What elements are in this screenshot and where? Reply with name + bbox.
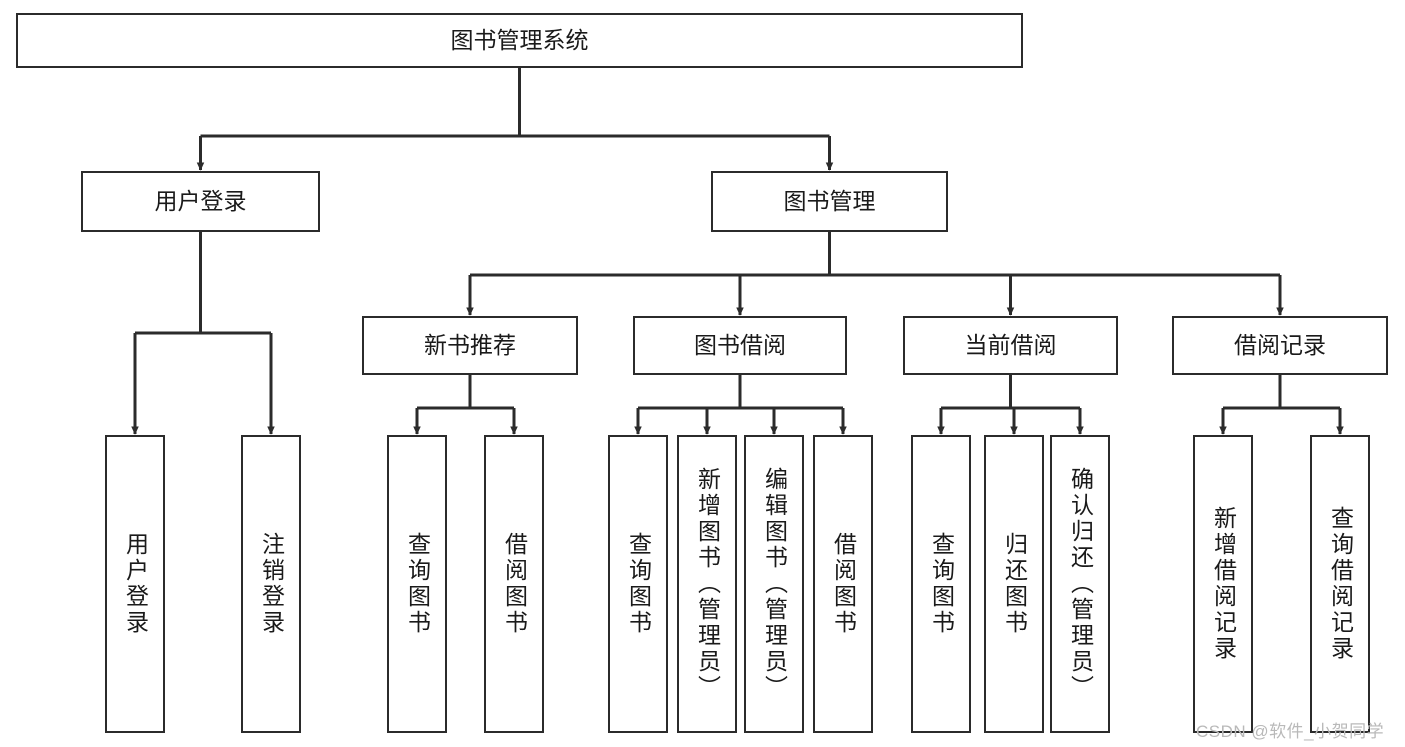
node-borrow: 图书借阅 (633, 316, 847, 375)
csdn-watermark: CSDN @软件_小贺同学 (1196, 722, 1385, 741)
node-leaf-bw-query: 查询图书 (608, 435, 668, 733)
edge-group (131, 68, 1344, 435)
node-label: 用户登录 (122, 532, 149, 636)
node-bookmgmt: 图书管理 (711, 171, 948, 232)
node-label: 借阅记录 (1234, 331, 1326, 358)
node-label: 新书推荐 (424, 331, 516, 358)
node-leaf-cur-confirm: 确认归还（管理员） (1050, 435, 1110, 733)
node-root: 图书管理系统 (16, 13, 1023, 68)
node-label: 查询借阅记录 (1327, 506, 1354, 662)
node-label: 确认归还（管理员） (1067, 467, 1094, 701)
node-leaf-bw-add: 新增图书（管理员） (677, 435, 737, 733)
node-leaf-bw-borrow: 借阅图书 (813, 435, 873, 733)
node-label: 用户登录 (154, 187, 247, 214)
node-label: 注销登录 (258, 532, 285, 636)
node-leaf-bw-edit: 编辑图书（管理员） (744, 435, 804, 733)
node-label: 新增图书（管理员） (694, 467, 721, 701)
node-leaf-rec-query: 查询借阅记录 (1310, 435, 1370, 733)
node-leaf-rec-add: 新增借阅记录 (1193, 435, 1253, 733)
node-label: 图书管理 (783, 187, 876, 214)
node-label: 新增借阅记录 (1210, 506, 1237, 662)
node-label: 查询图书 (404, 532, 431, 636)
node-newbook: 新书推荐 (362, 316, 578, 375)
node-label: 图书管理系统 (450, 26, 589, 53)
node-label: 编辑图书（管理员） (761, 467, 788, 701)
node-records: 借阅记录 (1172, 316, 1388, 375)
node-label: 归还图书 (1001, 532, 1028, 636)
node-label: 查询图书 (625, 532, 652, 636)
node-leaf-cur-return: 归还图书 (984, 435, 1044, 733)
node-label: 图书借阅 (694, 331, 786, 358)
node-leaf-nb-borrow: 借阅图书 (484, 435, 544, 733)
node-label: 当前借阅 (964, 331, 1057, 358)
node-label: 借阅图书 (830, 532, 857, 636)
node-label: 查询图书 (928, 532, 955, 636)
node-label: 借阅图书 (501, 532, 528, 636)
node-leaf-user-logout: 注销登录 (241, 435, 301, 733)
node-leaf-nb-query: 查询图书 (387, 435, 447, 733)
node-leaf-cur-query: 查询图书 (911, 435, 971, 733)
node-current: 当前借阅 (903, 316, 1118, 375)
node-login: 用户登录 (81, 171, 320, 232)
node-leaf-user-login: 用户登录 (105, 435, 165, 733)
